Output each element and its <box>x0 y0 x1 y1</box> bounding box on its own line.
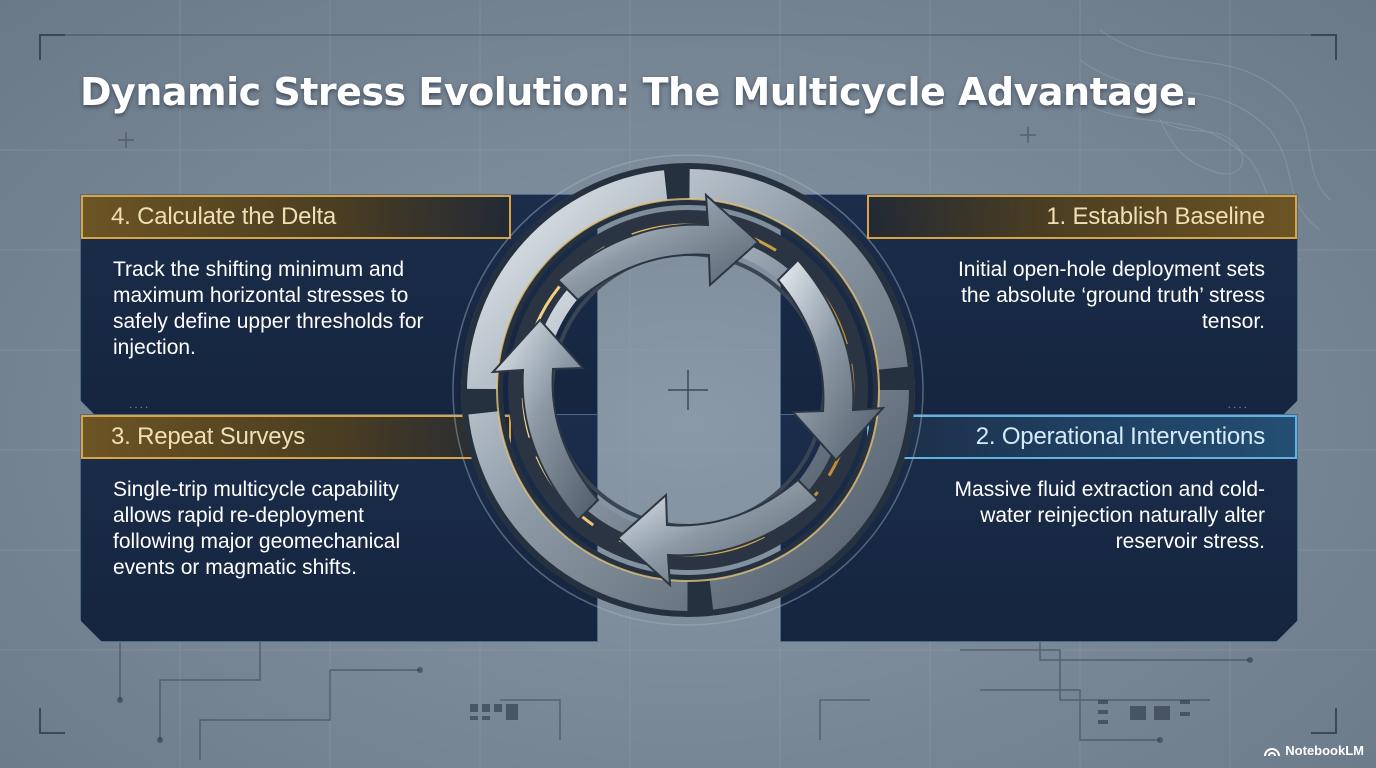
step-3-text: Single-trip multicycle capability allows… <box>113 478 401 579</box>
cycle-ring-diagram <box>452 154 924 626</box>
cycle-arrows <box>490 192 886 588</box>
step-2-text: Massive fluid extraction and cold-water … <box>954 478 1265 553</box>
center-crosshair-icon <box>668 370 708 410</box>
panel-dots: .... <box>129 397 151 411</box>
step-4-title: 4. Calculate the Delta <box>81 195 511 239</box>
step-3-title: 3. Repeat Surveys <box>81 415 511 459</box>
brand-badge: NotebookLM <box>1264 743 1364 758</box>
step-2-title: 2. Operational Interventions <box>867 415 1297 459</box>
notebooklm-logo-icon <box>1264 747 1281 756</box>
arrow-top-right-icon <box>556 192 760 302</box>
step-1-text: Initial open-hole deployment sets the ab… <box>957 258 1265 333</box>
arrow-bottom-right-icon <box>776 258 886 462</box>
outer-ring <box>461 163 915 617</box>
page-title: Dynamic Stress Evolution: The Multicycle… <box>80 70 1199 114</box>
panel-dots: .... <box>1227 397 1249 411</box>
step-4-text: Track the shifting minimum and maximum h… <box>113 258 424 359</box>
arrow-bottom-left-icon <box>616 478 820 588</box>
step-1-title: 1. Establish Baseline <box>867 195 1297 239</box>
arrow-top-left-icon <box>490 318 600 522</box>
brand-name: NotebookLM <box>1285 743 1364 758</box>
